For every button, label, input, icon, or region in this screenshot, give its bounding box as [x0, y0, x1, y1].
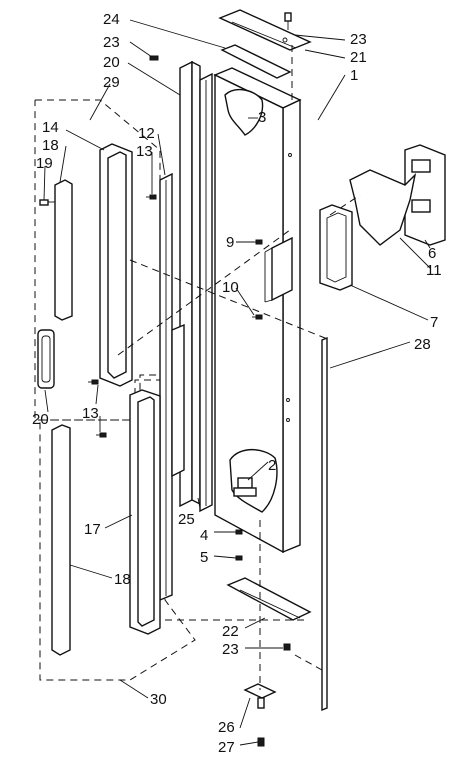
top-hinge-plate: [218, 9, 312, 51]
end-cap-19: [37, 329, 55, 389]
callout-22: 22: [222, 623, 239, 640]
callout-28: 28: [414, 336, 431, 353]
callout-6: 6: [428, 245, 436, 262]
strip-28: [321, 336, 328, 712]
callout-15: 17: [84, 521, 101, 538]
callout-4: 4: [200, 527, 208, 544]
door-panel: [213, 67, 302, 554]
callout-11: 11: [426, 262, 442, 279]
callout-17: 19: [36, 155, 53, 172]
handle-cap-18: [51, 424, 71, 656]
screw-17: [39, 199, 55, 206]
handle-trim-15: [129, 389, 161, 635]
callout-20: 20: [103, 54, 120, 71]
handle-trim-14: [99, 143, 133, 387]
callout-2: 2: [268, 457, 276, 474]
gasket-11: [349, 169, 417, 246]
callout-23-right: 23: [350, 31, 367, 48]
callout-29: 29: [103, 74, 120, 91]
trim-strip-25: [199, 72, 213, 513]
trim-strip-20: [179, 60, 201, 508]
callout-23-bottom: 23: [222, 641, 239, 658]
alignment-lines: [117, 45, 361, 690]
callout-25: 25: [178, 511, 195, 528]
callout-3: 3: [258, 109, 266, 126]
callout-27: 27: [218, 739, 235, 756]
bracket-26: [243, 683, 277, 709]
callout-23-top: 23: [103, 34, 120, 51]
callout-5: 5: [200, 549, 208, 566]
callout-26: 26: [218, 719, 235, 736]
leader-lines: [43, 19, 431, 746]
callout-18: 18: [114, 571, 131, 588]
callout-30: 30: [150, 691, 167, 708]
callout-24: 24: [103, 11, 120, 28]
handle-bracket-6: [404, 144, 446, 246]
callout-19: 20: [32, 411, 49, 428]
callout-12: 12: [138, 125, 155, 142]
callout-9: 9: [226, 234, 234, 251]
panel-bracket: [264, 236, 293, 303]
callout-16: 18: [42, 137, 59, 154]
callout-1: 1: [350, 67, 358, 84]
callout-10: 10: [222, 279, 239, 296]
handle-7: [319, 204, 353, 291]
bottom-hinge-plate-22: [226, 577, 312, 621]
callout-14: 14: [42, 119, 59, 136]
callout-13-lower: 13: [82, 405, 99, 422]
callout-13-upper: 13: [136, 143, 153, 160]
callout-7: 7: [430, 314, 438, 331]
handle-cap-16: [54, 179, 73, 321]
callout-labels: 24 23 20 29 23 21 1 3 14 18 19 12 13 9 1…: [32, 11, 442, 756]
callout-21: 21: [350, 49, 367, 66]
top-shim-24: [220, 44, 292, 79]
